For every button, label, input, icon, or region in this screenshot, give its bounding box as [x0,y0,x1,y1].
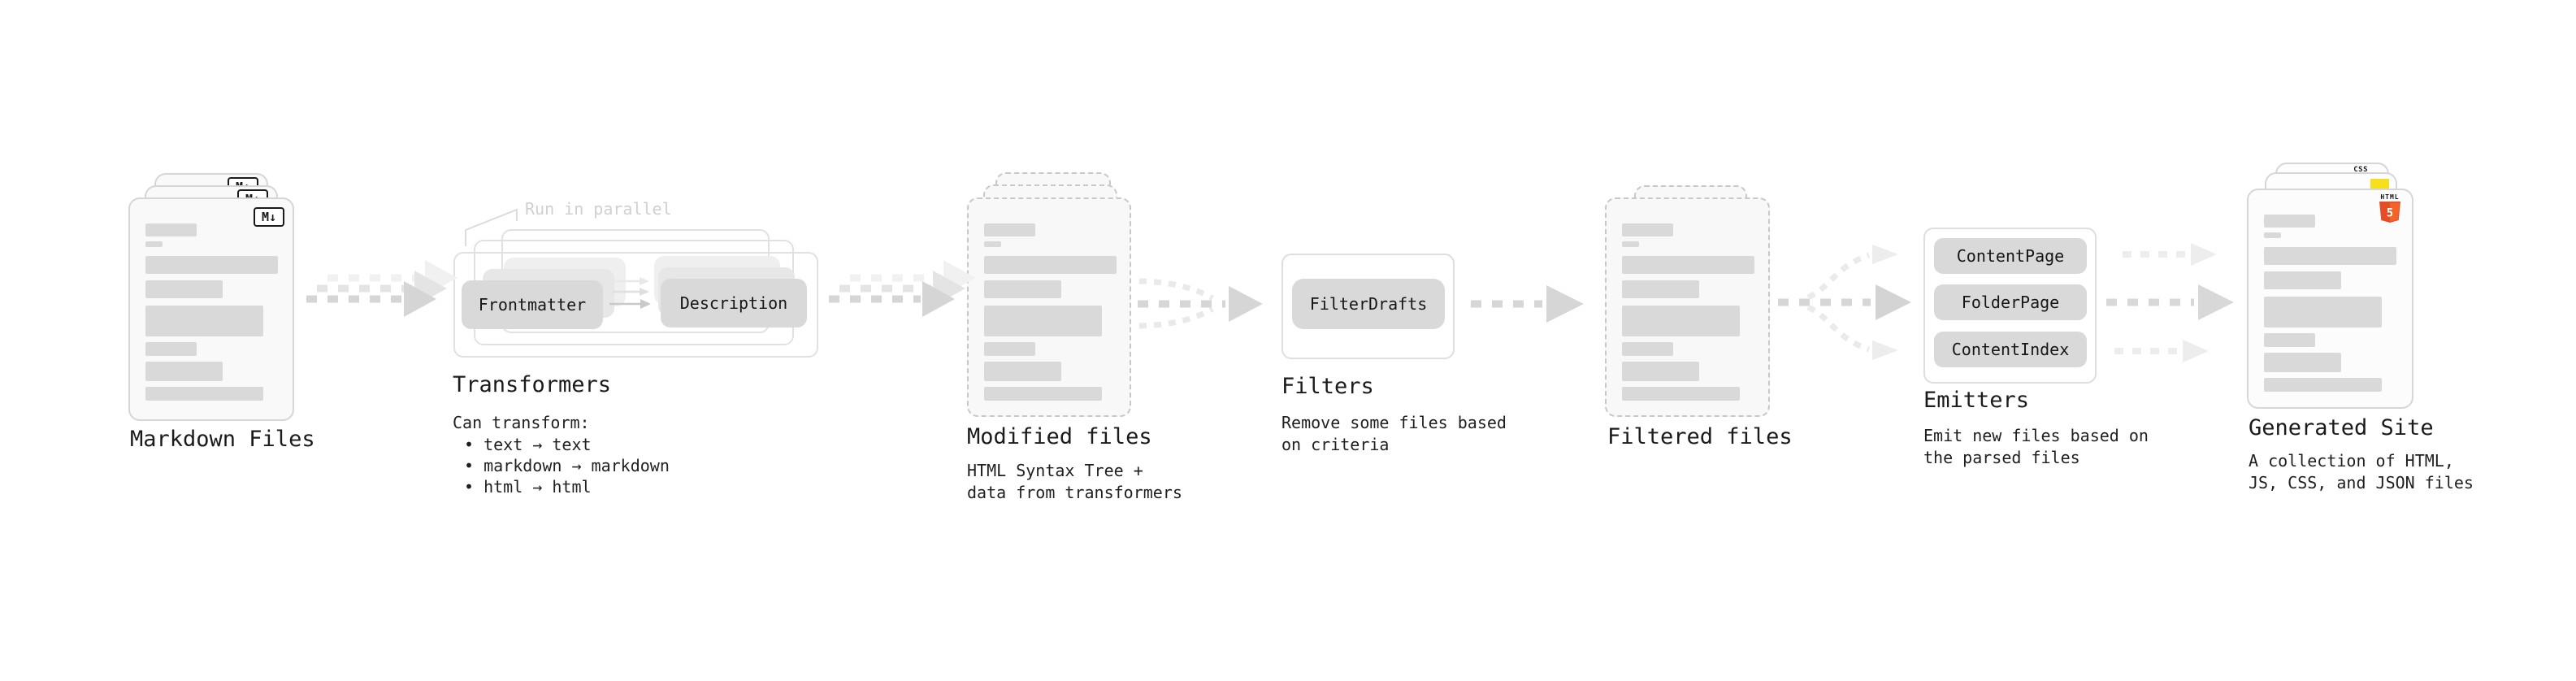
skeleton-line [145,280,223,298]
skeleton-line [984,306,1102,336]
skeleton-line [984,362,1061,381]
emitter-box-contentpage: ContentPage [1934,238,2087,274]
skeleton-line [2264,271,2341,289]
skeleton-line [984,342,1035,356]
skeleton-line [2264,297,2382,327]
emitter-box-contentindex: ContentIndex [1934,332,2087,367]
skeleton-line [145,241,163,247]
emitters-desc: Emit new files based on [1923,426,2149,445]
transformers-desc-title: Can transform: [453,413,590,432]
skeleton-line [145,306,263,336]
bullet-item: text → text [453,434,670,455]
skeleton-line [2264,333,2315,347]
arrow-modified-to-filters [1138,278,1263,329]
skeleton-line [2264,215,2315,228]
filters-label: Filters [1281,374,1374,399]
skeleton-line [984,241,1001,247]
skeleton-line [1622,280,1699,298]
bullet-item: html → html [453,476,670,497]
skeleton-line [1622,387,1740,401]
filtered-file-card-front [1605,197,1770,417]
skeleton-line [2264,247,2396,265]
skeleton-line [1622,256,1754,274]
skeleton-line [145,256,278,274]
skeleton-line [145,342,197,356]
skeleton-line [1622,306,1740,336]
skeleton-line [1622,223,1673,236]
skeleton-line [984,387,1102,401]
skeleton-line [145,223,197,236]
filterdrafts-box: FilterDrafts [1292,279,1445,329]
transformers-label: Transformers [453,372,612,397]
modified-files-label: Modified files [967,424,1152,449]
skeleton-line [145,387,263,401]
transformers-bullet-list: text → text markdown → markdown html → h… [453,434,670,497]
arrow-markdown-to-transformers [306,260,458,317]
run-in-parallel-note: Run in parallel [525,199,672,219]
transformer-frame-front [453,252,818,358]
modified-files-desc: data from transformers [967,483,1182,502]
markdown-files-group: M↓ M↓ M↓ [128,173,294,421]
filters-desc: Remove some files based [1281,413,1507,432]
skeleton-line [984,256,1117,274]
emitters-label: Emitters [1923,388,2030,413]
markdown-file-card-front: M↓ [128,197,294,421]
arrow-transformers-to-modified [829,260,976,317]
generated-site-group: CSS HTML 5 [2247,163,2413,409]
skeleton-line [145,362,223,381]
html-file-card: HTML 5 [2247,189,2413,409]
filters-desc: on criteria [1281,435,1390,454]
frontmatter-box: Frontmatter [462,280,603,329]
emitters-desc: the parsed files [1923,448,2080,467]
generated-site-label: Generated Site [2249,415,2434,440]
html5-icon: HTML 5 [2378,193,2402,227]
description-box: Description [661,279,807,327]
modified-files-group [967,172,1131,417]
skeleton-line [1622,241,1639,247]
arrow-emitters-to-generated [2106,243,2234,362]
skeleton-line [1622,362,1699,381]
svg-text:5: 5 [2387,207,2393,220]
skeleton-line [2264,378,2382,392]
bullet-item: markdown → markdown [453,455,670,476]
generated-site-desc: A collection of HTML, [2249,451,2454,471]
modified-files-desc: HTML Syntax Tree + [967,461,1143,480]
skeleton-line [2264,232,2281,238]
modified-file-card-front [967,197,1131,417]
generated-site-desc: JS, CSS, and JSON files [2249,473,2474,492]
skeleton-line [1622,342,1673,356]
skeleton-line [984,280,1061,298]
markdown-files-label: Markdown Files [130,427,315,452]
emitter-box-folderpage: FolderPage [1934,284,2087,320]
js-icon [2370,179,2389,189]
filtered-files-label: Filtered files [1607,424,1793,449]
skeleton-line [984,223,1035,236]
markdown-icon: M↓ [254,207,284,227]
skeleton-line [2264,353,2341,372]
arrow-filters-to-filtered [1471,285,1584,323]
filtered-files-group [1605,185,1770,417]
arrow-filtered-to-emitters [1778,245,1911,360]
